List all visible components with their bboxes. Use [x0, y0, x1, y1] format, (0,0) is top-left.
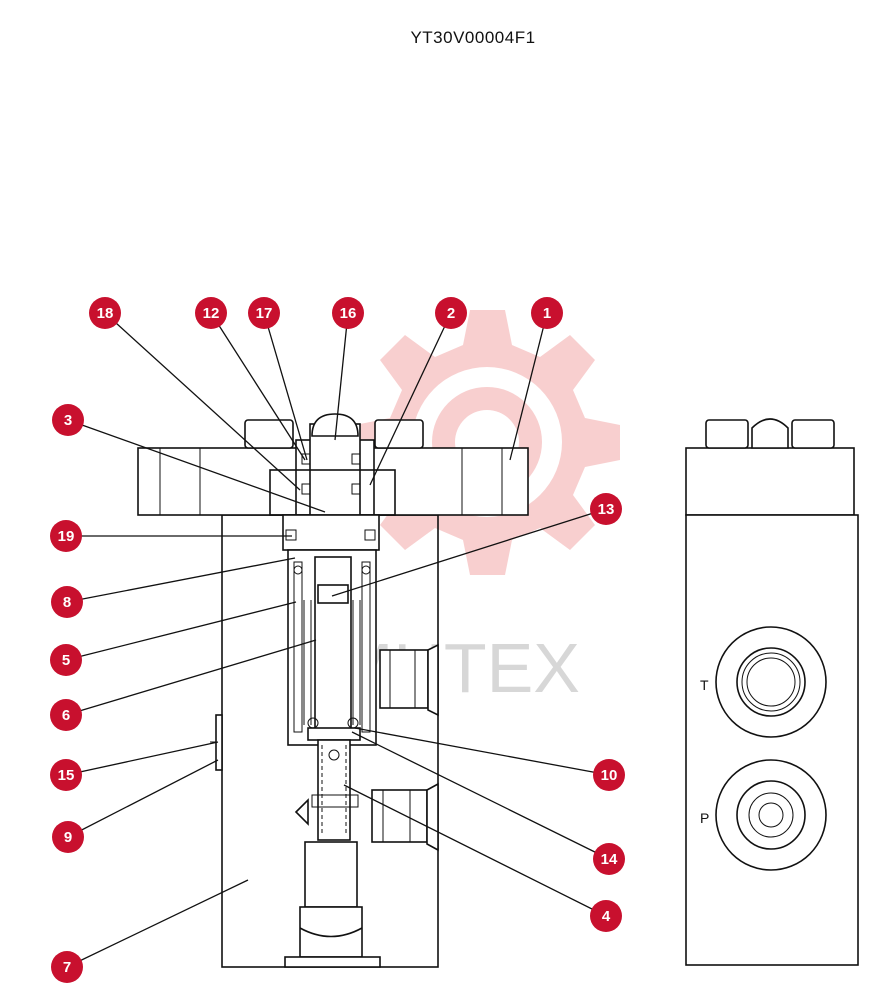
svg-text:18: 18: [97, 305, 114, 322]
port-t: [715, 626, 827, 738]
svg-text:6: 6: [62, 707, 70, 724]
port-t-label: T: [700, 677, 709, 693]
callout-badge: 2: [435, 297, 467, 329]
svg-text:8: 8: [63, 594, 71, 611]
svg-text:2: 2: [447, 305, 455, 322]
side-body: [685, 514, 859, 966]
side-view: T P: [685, 418, 859, 966]
callout-badge: 19: [50, 520, 82, 552]
callout-badge: 1: [531, 297, 563, 329]
svg-text:16: 16: [340, 305, 357, 322]
callout-badge: 10: [593, 759, 625, 791]
callout-badge: 14: [593, 843, 625, 875]
svg-text:14: 14: [601, 851, 618, 868]
callout-badge: 15: [50, 759, 82, 791]
callout-badge: 16: [332, 297, 364, 329]
svg-text:12: 12: [203, 305, 220, 322]
callout-badge: 5: [50, 644, 82, 676]
callout-badge: 18: [89, 297, 121, 329]
callout-badge: 8: [51, 586, 83, 618]
port-p: [715, 759, 827, 871]
svg-text:10: 10: [601, 767, 618, 784]
svg-text:19: 19: [58, 528, 75, 545]
callout-badge: 12: [195, 297, 227, 329]
callout-badge: 13: [590, 493, 622, 525]
callout-badge: 9: [52, 821, 84, 853]
callouts: 18 12 17 16 2 1 3 13 19 8 5 6 15 10 9 14…: [50, 297, 625, 983]
callout-badge: 3: [52, 404, 84, 436]
svg-text:17: 17: [256, 305, 273, 322]
svg-text:9: 9: [64, 829, 72, 846]
svg-text:13: 13: [598, 501, 615, 518]
callout-badge: 7: [51, 951, 83, 983]
callout-badge: 17: [248, 297, 280, 329]
callout-badge: 4: [590, 900, 622, 932]
svg-text:7: 7: [63, 959, 71, 976]
side-upper-block: [685, 447, 855, 516]
svg-text:15: 15: [58, 767, 75, 784]
svg-text:3: 3: [64, 412, 72, 429]
port-p-label: P: [700, 810, 709, 826]
svg-text:1: 1: [543, 305, 551, 322]
svg-text:5: 5: [62, 652, 70, 669]
svg-text:4: 4: [602, 908, 611, 925]
section-view: [137, 413, 529, 968]
callout-badge: 6: [50, 699, 82, 731]
page-title: YT30V00004F1: [410, 28, 536, 47]
